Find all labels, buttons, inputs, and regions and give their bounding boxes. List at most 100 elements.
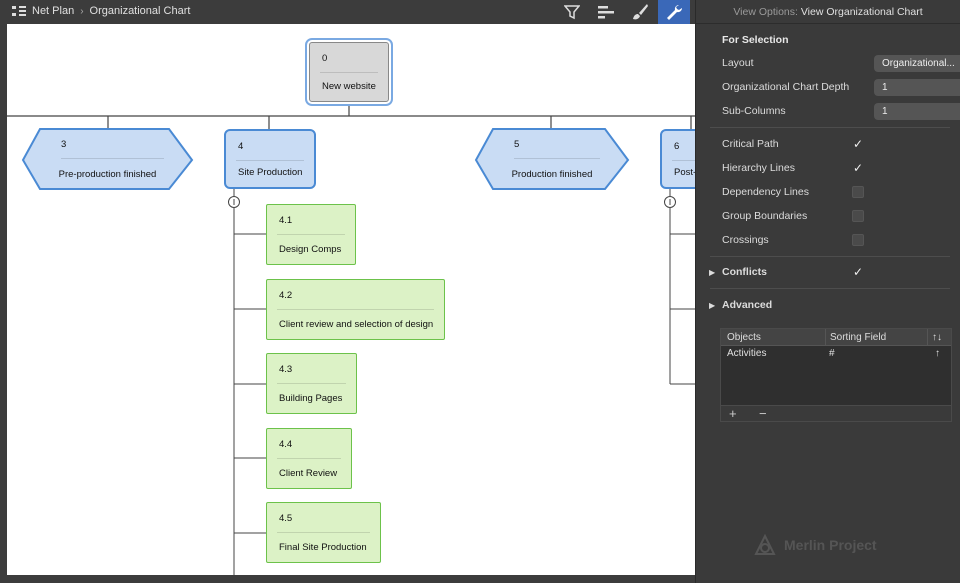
node-label: Post- bbox=[674, 167, 695, 178]
node-label: Client review and selection of design bbox=[279, 319, 434, 330]
depth-popup[interactable]: 1 ▴▾ bbox=[874, 79, 960, 96]
net-plan-icon bbox=[12, 6, 26, 16]
remove-button[interactable]: − bbox=[759, 406, 767, 421]
hierarchy-lines-checkbox[interactable]: ✓ bbox=[852, 161, 864, 175]
crossings-checkbox[interactable] bbox=[852, 234, 864, 246]
add-button[interactable]: + bbox=[729, 406, 737, 421]
node-divider bbox=[277, 309, 434, 310]
node-number: 0 bbox=[322, 53, 328, 64]
header-prefix: View Options: bbox=[733, 6, 798, 18]
depth-row: Organizational Chart Depth 1 ▴▾ bbox=[722, 77, 960, 97]
filter-button[interactable] bbox=[556, 0, 588, 24]
org-node-4-5[interactable]: 4.5 Final Site Production bbox=[266, 502, 381, 563]
table-row-object[interactable]: Activities bbox=[727, 348, 767, 359]
depth-value: 1 bbox=[882, 82, 888, 93]
col-order[interactable]: ↑↓ bbox=[927, 329, 942, 346]
node-number: 6 bbox=[674, 141, 680, 152]
node-divider bbox=[672, 160, 695, 161]
sidebar-header: View Options: View Organizational Chart bbox=[696, 0, 960, 24]
col-sorting[interactable]: Sorting Field bbox=[825, 329, 886, 346]
node-number: 5 bbox=[514, 139, 520, 150]
option-label: Crossings bbox=[722, 234, 769, 246]
conflicts-label: Conflicts bbox=[722, 266, 767, 278]
conflicts-row[interactable]: Conflicts ✓ bbox=[722, 262, 952, 282]
org-node-4[interactable]: 4 Site Production bbox=[224, 129, 316, 189]
breadcrumb-current[interactable]: Organizational Chart bbox=[89, 5, 191, 17]
breadcrumb-root[interactable]: Net Plan bbox=[32, 5, 75, 17]
advanced-row[interactable]: Advanced bbox=[722, 295, 952, 315]
merlin-logo-icon bbox=[754, 533, 776, 555]
node-number: 4 bbox=[238, 141, 244, 152]
option-dependency-lines: Dependency Lines bbox=[722, 182, 952, 202]
option-label: Dependency Lines bbox=[722, 186, 809, 198]
node-label: New website bbox=[322, 81, 376, 92]
divider bbox=[710, 256, 950, 257]
for-selection-title: For Selection bbox=[722, 34, 789, 46]
org-node-5[interactable]: 5 Production finished bbox=[476, 129, 628, 189]
org-node-4-1[interactable]: 4.1 Design Comps bbox=[266, 204, 356, 265]
node-label: Site Production bbox=[238, 167, 303, 178]
node-label: Final Site Production bbox=[279, 542, 367, 553]
org-node-3[interactable]: 3 Pre-production finished bbox=[23, 129, 192, 189]
hierarchy-lines bbox=[7, 106, 695, 575]
node-number: 4.2 bbox=[279, 290, 293, 301]
node-label: Design Comps bbox=[279, 244, 342, 255]
advanced-label: Advanced bbox=[722, 299, 773, 311]
layout-popup[interactable]: Organizational... ▴▾ bbox=[874, 55, 960, 72]
divider bbox=[710, 127, 950, 128]
wrench-icon bbox=[667, 4, 683, 20]
node-number: 4.5 bbox=[279, 513, 293, 524]
node-label: Building Pages bbox=[279, 393, 343, 404]
subcolumns-value: 1 bbox=[882, 106, 888, 117]
org-chart-canvas[interactable]: 0 New website 3 Pre-production finished … bbox=[7, 24, 695, 575]
chevron-right-icon: › bbox=[80, 5, 84, 17]
org-node-4-4[interactable]: 4.4 Client Review bbox=[266, 428, 352, 489]
node-number: 4.1 bbox=[279, 215, 293, 226]
conflicts-checkbox[interactable]: ✓ bbox=[852, 265, 864, 279]
node-divider bbox=[277, 532, 370, 533]
disclosure-triangle-icon[interactable]: ▶ bbox=[709, 301, 716, 310]
org-node-6[interactable]: 6 Post- bbox=[660, 129, 695, 189]
critical-path-checkbox[interactable]: ✓ bbox=[852, 137, 864, 151]
breadcrumb: Net Plan › Organizational Chart bbox=[12, 5, 190, 17]
option-label: Group Boundaries bbox=[722, 210, 808, 222]
col-objects[interactable]: Objects bbox=[727, 332, 761, 343]
subcolumns-row: Sub-Columns 1 ▴▾ bbox=[722, 101, 960, 121]
brush-icon bbox=[633, 4, 648, 20]
wrench-button[interactable] bbox=[658, 0, 690, 24]
node-number: 4.4 bbox=[279, 439, 293, 450]
node-divider bbox=[277, 234, 345, 235]
header-title: View Organizational Chart bbox=[800, 6, 923, 18]
toolbar: Net Plan › Organizational Chart bbox=[0, 0, 695, 24]
option-critical-path: Critical Path ✓ bbox=[722, 134, 952, 154]
org-node-4-2[interactable]: 4.2 Client review and selection of desig… bbox=[266, 279, 445, 340]
sorting-table[interactable]: Objects Sorting Field ↑↓ Activities # ↑ … bbox=[720, 328, 952, 422]
group-boundaries-checkbox[interactable] bbox=[852, 210, 864, 222]
option-crossings: Crossings bbox=[722, 230, 952, 250]
brush-button[interactable] bbox=[624, 0, 656, 24]
view-options-sidebar: View Options: View Organizational Chart … bbox=[695, 0, 960, 583]
node-number: 3 bbox=[61, 139, 67, 150]
org-node-4-3[interactable]: 4.3 Building Pages bbox=[266, 353, 357, 414]
node-label: Client Review bbox=[279, 468, 338, 479]
option-label: Hierarchy Lines bbox=[722, 162, 795, 174]
table-row-field[interactable]: # bbox=[829, 348, 835, 359]
gantt-button[interactable] bbox=[590, 0, 622, 24]
brand-name: Merlin Project bbox=[784, 537, 877, 553]
dependency-lines-checkbox[interactable] bbox=[852, 186, 864, 198]
node-number: 4.3 bbox=[279, 364, 293, 375]
disclosure-triangle-icon[interactable]: ▶ bbox=[709, 268, 716, 277]
table-row-order[interactable]: ↑ bbox=[935, 348, 940, 359]
node-divider bbox=[236, 160, 304, 161]
layout-label: Layout bbox=[722, 57, 754, 69]
layout-value: Organizational... bbox=[882, 58, 955, 69]
node-divider bbox=[277, 458, 341, 459]
layout-row: Layout Organizational... ▴▾ bbox=[722, 53, 960, 73]
subcolumns-popup[interactable]: 1 ▴▾ bbox=[874, 103, 960, 120]
node-divider bbox=[320, 72, 378, 73]
table-footer: + − bbox=[721, 405, 951, 421]
node-divider bbox=[277, 383, 346, 384]
org-node-root[interactable]: 0 New website bbox=[305, 38, 393, 106]
divider bbox=[710, 288, 950, 289]
option-hierarchy-lines: Hierarchy Lines ✓ bbox=[722, 158, 952, 178]
